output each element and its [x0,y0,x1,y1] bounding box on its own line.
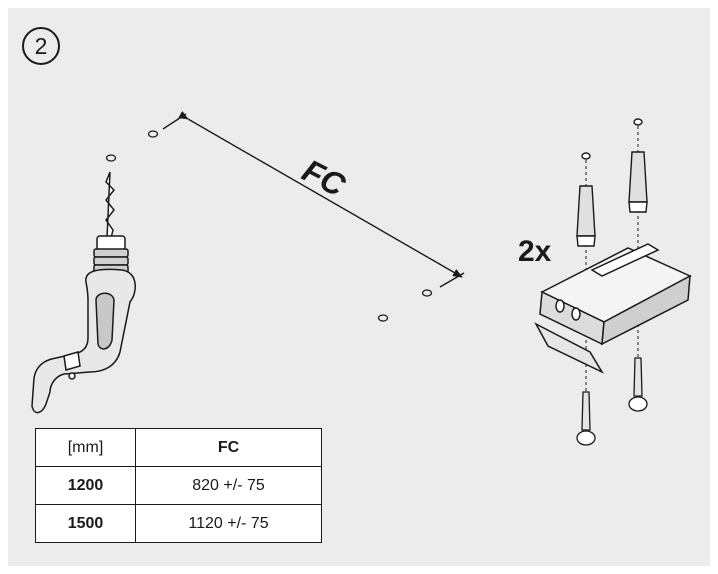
fc-cell: 820 +/- 75 [135,466,322,505]
table-header-row: [mm] FC [35,428,322,467]
screw-icon [576,357,648,446]
size-cell: 1500 [35,504,136,543]
drill-hole-markers [105,130,433,322]
wall-plug-icon [576,118,648,445]
table-row: 1500 1120 +/- 75 [35,504,322,543]
size-cell: 1200 [35,466,136,505]
step-number-badge: 2 [22,27,60,65]
fc-spec-table: [mm] FC 1200 820 +/- 75 1500 1120 +/- 75 [35,428,322,543]
step-number: 2 [34,32,48,59]
drill-icon [31,171,136,414]
mounting-bracket-icon [534,243,692,374]
fc-dimension-line [162,111,465,288]
fc-cell: 1120 +/- 75 [135,504,322,543]
bracket-quantity-label: 2x [518,235,552,268]
unit-header: [mm] [35,428,136,467]
fc-header: FC [135,428,322,467]
table-row: 1200 820 +/- 75 [35,466,322,505]
